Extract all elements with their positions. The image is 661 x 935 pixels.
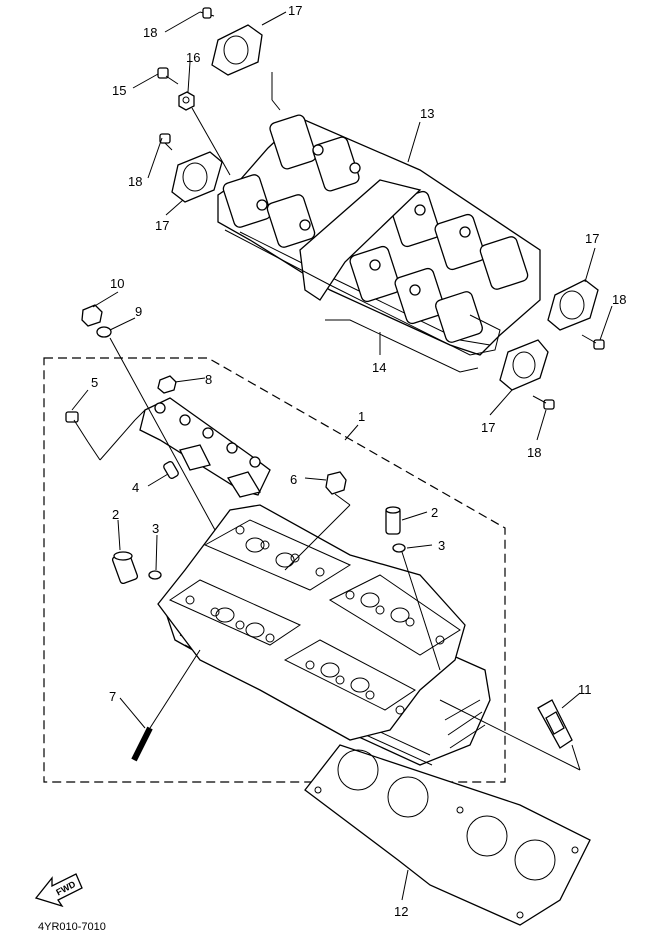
bolt-18-right: [581, 334, 605, 350]
callout-11: 11: [578, 682, 592, 697]
callout-9: 9: [135, 304, 142, 319]
bolt-10: [81, 304, 103, 327]
valve-cover: [217, 114, 541, 356]
bolt-18-left: [159, 133, 173, 151]
cam-end-cover-bottom: [499, 339, 549, 391]
tappet-2-left: [111, 551, 139, 585]
cylinder-head: [157, 504, 491, 766]
stud-7: [131, 726, 153, 762]
leader-lines: [71, 11, 613, 901]
callout-18: 18: [527, 445, 541, 460]
callout-3: 3: [438, 538, 445, 553]
spark-plug-11: [537, 699, 573, 749]
callout-17: 17: [585, 231, 599, 246]
callout-2: 2: [112, 507, 119, 522]
valve-cover-gasket: [224, 229, 501, 373]
bolt-15: [157, 67, 179, 85]
cam-end-cover-left: [171, 151, 223, 203]
bolt-18-bottom: [532, 395, 555, 410]
callout-7: 7: [109, 689, 116, 704]
catalog-code: 4YR010-7010: [38, 921, 106, 933]
callout-10: 10: [110, 276, 124, 291]
callout-3: 3: [152, 521, 159, 536]
grommet-16: [178, 91, 195, 111]
callout-17: 17: [155, 218, 169, 233]
callout-4: 4: [132, 480, 139, 495]
callout-12: 12: [394, 904, 408, 919]
callout-8: 8: [205, 372, 212, 387]
cam-bracket: [139, 397, 271, 498]
plug-8: [157, 375, 177, 394]
tappet-2-right: [385, 506, 401, 535]
forward-arrow-icon: FWD: [34, 873, 83, 908]
callout-13: 13: [420, 106, 434, 121]
washer-9: [96, 326, 112, 338]
callout-17: 17: [288, 3, 302, 18]
callout-18: 18: [612, 292, 626, 307]
callout-1: 1: [358, 409, 365, 424]
bolt-5: [65, 411, 89, 443]
dowel-4: [163, 461, 179, 479]
plug-6: [325, 471, 347, 495]
callout-14: 14: [372, 360, 386, 375]
callout-2: 2: [431, 505, 438, 520]
callout-6: 6: [290, 472, 297, 487]
cam-end-cover-right: [547, 279, 599, 331]
callout-16: 16: [186, 50, 200, 65]
callout-17: 17: [481, 420, 495, 435]
callout-5: 5: [91, 375, 98, 390]
callout-15: 15: [112, 83, 126, 98]
bolt-18-top: [199, 7, 215, 19]
shim-3-right: [392, 543, 406, 553]
shim-3-left: [148, 570, 162, 580]
assembly-boundary-dashed: [43, 357, 506, 783]
cam-end-cover-top: [211, 24, 263, 76]
callout-18: 18: [143, 25, 157, 40]
head-gasket: [304, 744, 591, 926]
callout-18: 18: [128, 174, 142, 189]
